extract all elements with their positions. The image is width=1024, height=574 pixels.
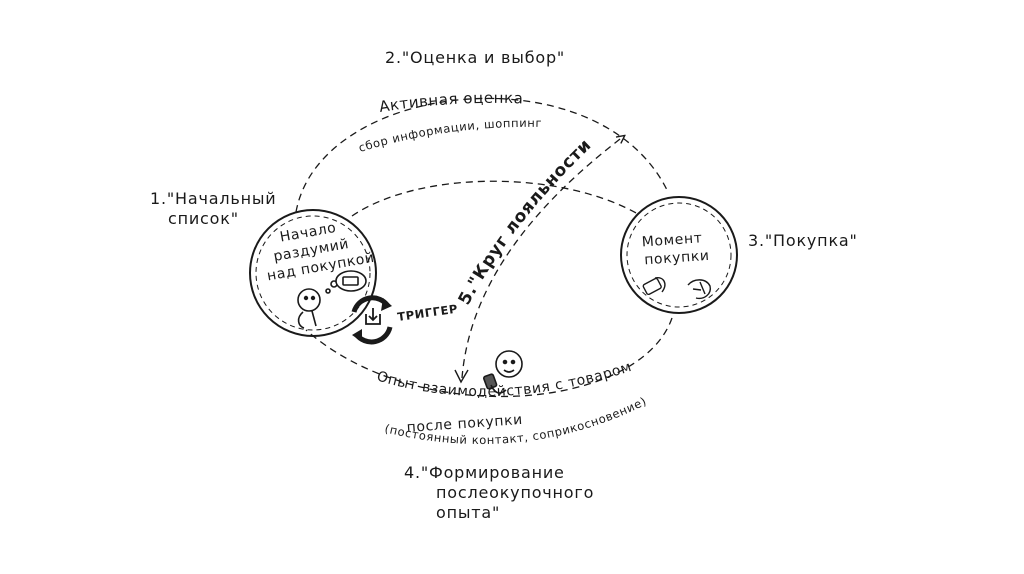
trigger-label: Триггер [396, 302, 458, 324]
stage-4-line-2: послеокупочного [436, 483, 594, 502]
stage-3-label: 3."Покупка" [748, 231, 858, 250]
shopping-hands-icon [643, 278, 711, 299]
stage-1-label: 1."Начальный список" [150, 189, 282, 228]
stage-4-line-1: 4."Формирование [404, 463, 565, 482]
purchase-node: Момент покупки [621, 197, 737, 313]
svg-text:Момент покупки: Момент покупки [641, 230, 710, 269]
active-evaluation-title: Активная оценка [378, 89, 524, 116]
direct-arc [352, 181, 638, 216]
active-evaluation-subtitle: сбор информации, шоппинг [357, 116, 542, 155]
purchase-node-line-1: Момент [641, 230, 703, 250]
stage-1-line-1: 1."Начальный [150, 189, 276, 208]
stage-2-label: 2."Оценка и выбор" [385, 48, 565, 67]
active-evaluation-arc [296, 98, 668, 212]
stage-4-label: 4."Формирование послеокупочного опыта" [404, 463, 600, 522]
purchase-node-line-2: покупки [644, 248, 710, 269]
start-node: Начало раздумий над покупкой [250, 210, 376, 336]
loyalty-arrowhead-down [455, 370, 468, 382]
stage-4-line-3: опыта" [436, 503, 500, 522]
trigger-icon [352, 298, 392, 342]
stage-1-line-2: список" [168, 209, 239, 228]
